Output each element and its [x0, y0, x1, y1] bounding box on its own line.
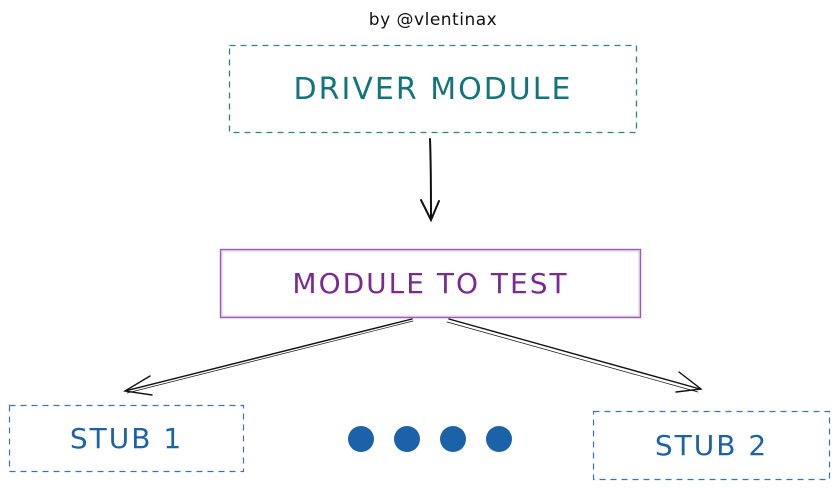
- ellipsis-dot: [440, 426, 466, 452]
- ellipsis-dot: [486, 426, 512, 452]
- ellipsis-dots: [348, 426, 523, 454]
- arrow-driver-to-module: [420, 138, 440, 223]
- ellipsis-dot: [394, 426, 420, 452]
- stub-2-border: [592, 410, 831, 481]
- author-credit: by @vlentinax: [368, 10, 498, 30]
- driver-module-label: DRIVER MODULE: [293, 71, 573, 107]
- ellipsis-dot: [348, 426, 374, 452]
- module-to-test-border: [219, 248, 642, 319]
- driver-module-node: DRIVER MODULE: [229, 45, 637, 133]
- stub-1-label: STUB 1: [69, 422, 184, 455]
- stub-1-border: [8, 404, 245, 473]
- module-to-test-label: MODULE TO TEST: [292, 267, 569, 300]
- module-to-test-node: MODULE TO TEST: [220, 249, 641, 318]
- arrow-module-to-stub-2: [446, 318, 703, 393]
- stub-2-node: STUB 2: [593, 411, 830, 480]
- arrow-module-to-stub-1: [122, 318, 414, 396]
- driver-module-border: [228, 44, 638, 134]
- stub-1-node: STUB 1: [9, 405, 244, 472]
- stub-2-label: STUB 2: [654, 429, 769, 462]
